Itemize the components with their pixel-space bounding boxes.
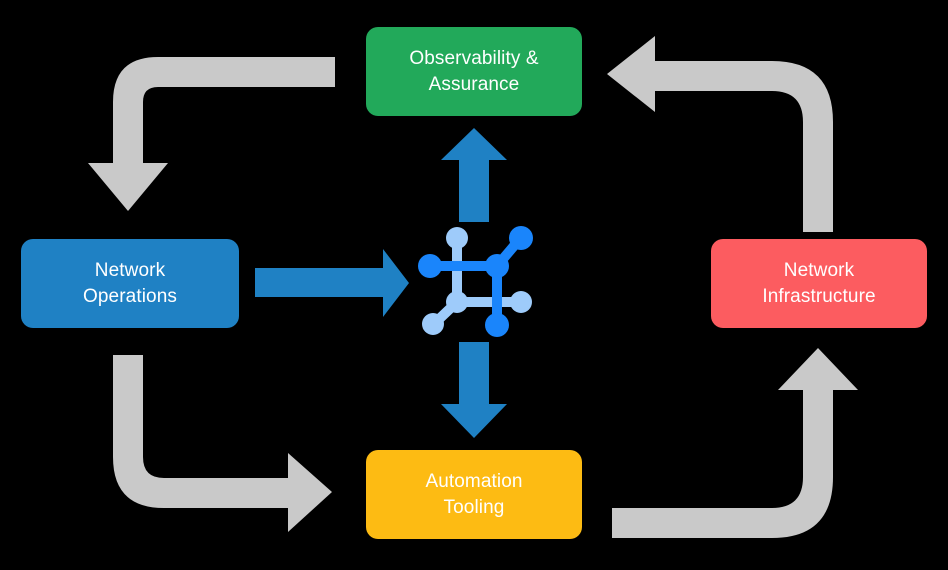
network-topology-icon	[418, 226, 533, 337]
gray-arrow-infrastructure-to-observability	[607, 36, 833, 232]
icon-node-hub	[485, 254, 509, 278]
icon-node-right-light	[510, 291, 532, 313]
icon-node-bottomleft-light	[422, 313, 444, 335]
node-network-operations[interactable]: Network Operations	[21, 239, 239, 328]
icon-node-left	[418, 254, 442, 278]
icon-node-topright	[509, 226, 533, 250]
gray-arrow-observability-to-operations	[88, 57, 335, 211]
blue-arrow-operations-to-center	[255, 249, 409, 317]
node-automation-tooling[interactable]: Automation Tooling	[366, 450, 582, 539]
icon-node-mid-light	[446, 291, 468, 313]
node-network-operations-label: Network Operations	[83, 260, 177, 307]
icon-node-top-light	[446, 227, 468, 249]
icon-node-bottom	[485, 313, 509, 337]
node-observability-assurance-label: Observability & Assurance	[409, 48, 539, 95]
node-observability-assurance[interactable]: Observability & Assurance	[366, 27, 582, 116]
node-network-infrastructure-label: Network Infrastructure	[762, 260, 876, 307]
gray-arrow-automation-to-infrastructure	[612, 348, 858, 538]
blue-arrow-center-to-observability	[441, 128, 507, 222]
node-automation-tooling-label: Automation Tooling	[425, 471, 523, 518]
blue-arrow-center-to-automation	[441, 342, 507, 438]
gray-arrow-operations-to-automation	[113, 355, 332, 532]
node-network-infrastructure[interactable]: Network Infrastructure	[711, 239, 927, 328]
